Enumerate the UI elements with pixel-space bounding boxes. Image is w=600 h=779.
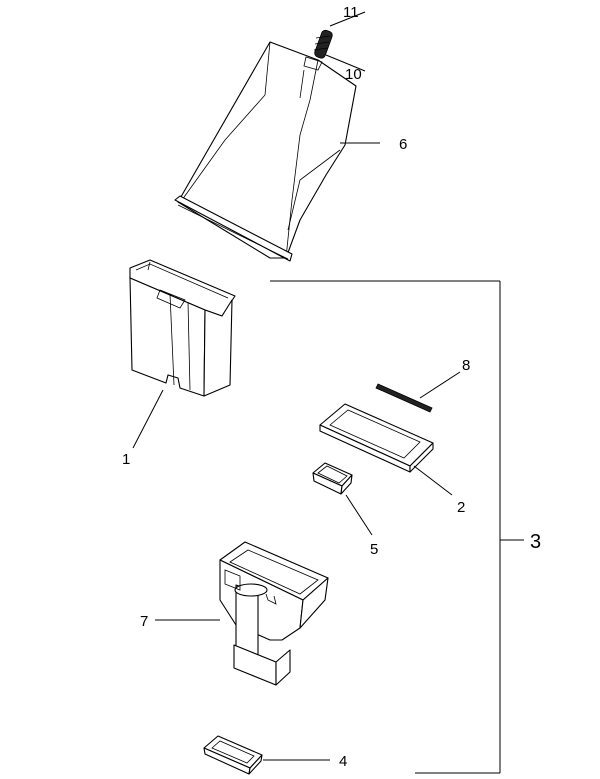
callout-5: 5 [370, 541, 378, 558]
callout-6: 6 [399, 136, 407, 153]
callout-4: 4 [339, 753, 347, 770]
leader-line-8 [419, 371, 461, 399]
part-2-filter-frame [319, 403, 434, 473]
assembly-bracket-3 [270, 280, 524, 774]
callout-2: 2 [457, 499, 465, 516]
leader-line-11 [329, 11, 366, 27]
part-4-gasket-ring [203, 735, 263, 775]
part-11-spring-clip [313, 29, 333, 59]
callout-10: 10 [345, 66, 362, 83]
callout-7: 7 [140, 613, 148, 630]
callout-3: 3 [530, 531, 541, 553]
callout-8: 8 [462, 357, 470, 374]
leader-line-10 [325, 54, 366, 72]
part-6-filter-bag [174, 41, 357, 262]
part-5-small-filter-cap [312, 462, 353, 495]
part-7-inlet-chute [219, 541, 329, 686]
leader-line-5 [345, 494, 373, 536]
callout-1: 1 [122, 451, 130, 468]
leader-line-1 [132, 389, 164, 449]
part-1-dust-cup-housing [129, 259, 236, 397]
leader-line-2 [413, 465, 453, 496]
callout-11: 11 [343, 4, 359, 21]
part-8-seal-strip [375, 383, 433, 413]
